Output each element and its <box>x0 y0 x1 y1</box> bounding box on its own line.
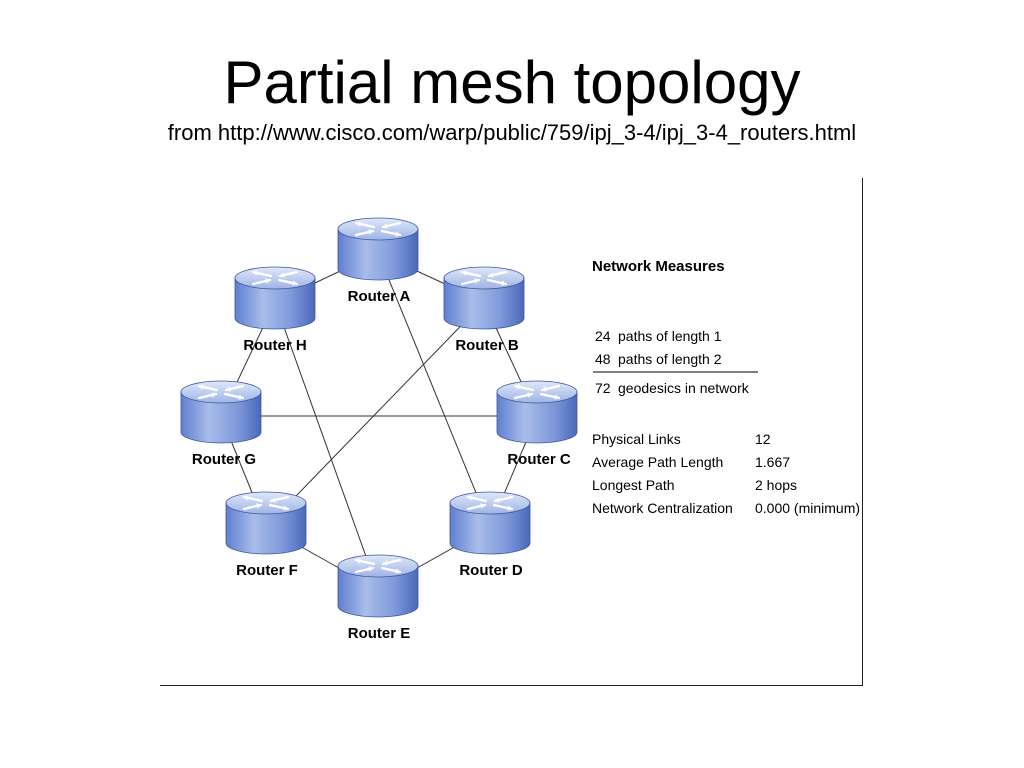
router-c: Router C <box>496 380 578 468</box>
router-e: Router E <box>337 554 419 642</box>
link-b-f <box>265 301 485 528</box>
router-label: Router H <box>243 337 306 354</box>
router-label: Router D <box>459 562 523 579</box>
router-label: Router A <box>348 288 411 305</box>
link-a-d <box>377 252 491 528</box>
figure-frame <box>160 178 863 686</box>
router-icon <box>337 217 419 281</box>
router-f: Router F <box>225 491 307 579</box>
measures-heading: Network Measures <box>592 258 725 275</box>
router-icon <box>337 554 419 618</box>
router-icon <box>443 266 525 330</box>
slide-subtitle: from http://www.cisco.com/warp/public/75… <box>167 120 857 145</box>
path-count: 24 <box>595 328 611 344</box>
stat-value: 12 <box>755 431 771 447</box>
path-text: paths of length 2 <box>618 351 722 367</box>
total-count: 72 <box>595 380 611 396</box>
path-text: paths of length 1 <box>618 328 722 344</box>
stat-value: 0.000 (minimum) <box>755 500 860 516</box>
router-icon <box>449 491 531 555</box>
stat-value: 2 hops <box>755 477 797 493</box>
stat-label: Network Centralization <box>592 500 733 516</box>
router-label: Router G <box>192 451 256 468</box>
stat-label: Physical Links <box>592 431 681 447</box>
stat-label: Average Path Length <box>592 454 723 470</box>
router-icon <box>234 266 316 330</box>
network-measures-panel: Network Measures 24 paths of length 1 48… <box>592 258 860 516</box>
link-h-e <box>274 301 379 591</box>
router-icon <box>180 380 262 444</box>
router-label: Router F <box>236 562 298 579</box>
router-label: Router E <box>348 625 411 642</box>
router-g: Router G <box>180 380 262 468</box>
router-a: Router A <box>337 217 419 305</box>
total-text: geodesics in network <box>618 380 750 396</box>
router-label: Router C <box>507 451 571 468</box>
stat-label: Longest Path <box>592 477 675 493</box>
router-label: Router B <box>455 337 519 354</box>
slide-title: Partial mesh topology <box>223 49 801 116</box>
router-d: Router D <box>449 491 531 579</box>
router-b: Router B <box>443 266 525 354</box>
routers-layer: Router A Router B Router C Router D Router E… <box>180 217 578 642</box>
stat-value: 1.667 <box>755 454 790 470</box>
router-icon <box>496 380 578 444</box>
path-count: 48 <box>595 351 611 367</box>
router-h: Router H <box>234 266 316 354</box>
router-icon <box>225 491 307 555</box>
